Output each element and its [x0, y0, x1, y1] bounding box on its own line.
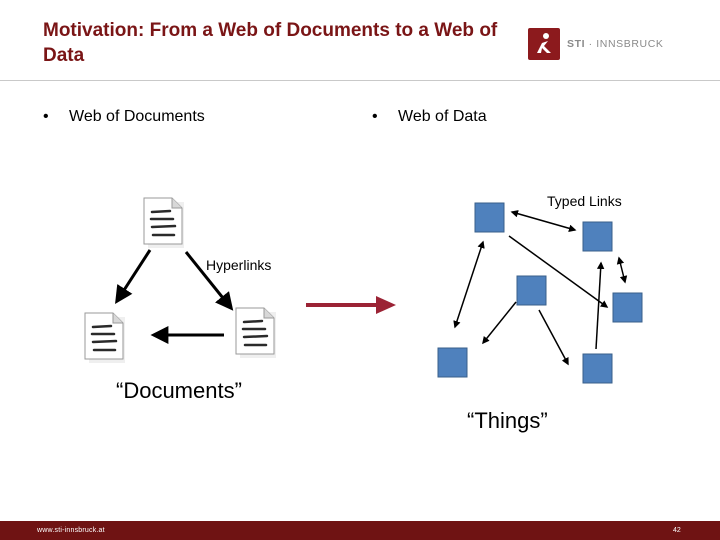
document-node-top: [138, 196, 184, 248]
bullet-web-of-documents: • Web of Documents: [43, 107, 205, 127]
title-divider: [0, 80, 720, 81]
data-node: [516, 275, 547, 306]
data-node: [582, 353, 613, 384]
logo-wordmark: STI · INNSBRUCK: [567, 38, 664, 50]
document-node-right: [230, 306, 276, 358]
footer-url[interactable]: www.sti-innsbruck.at: [37, 527, 105, 534]
logo-separator: ·: [585, 38, 597, 50]
logo-brand: STI: [567, 38, 586, 50]
bullet-marker: •: [372, 108, 378, 125]
document-node-left: [79, 311, 125, 363]
hyperlinks-label: Hyperlinks: [206, 257, 272, 273]
right-arrow-icon: [306, 296, 396, 314]
logo-name: INNSBRUCK: [596, 38, 664, 50]
typed-link-arrow: [453, 240, 485, 329]
document-icon: [138, 196, 184, 248]
hyperlink-arrow: [115, 249, 152, 305]
typed-link-arrow: [510, 210, 577, 232]
things-caption: “Things”: [467, 408, 548, 433]
slide-title: Motivation: From a Web of Documents to a…: [43, 20, 498, 66]
typed-link-arrow: [538, 309, 569, 366]
documents-caption: “Documents”: [116, 378, 242, 403]
typed-link-arrow: [482, 301, 517, 345]
footer-bar: [0, 521, 720, 540]
document-icon: [230, 306, 276, 358]
bullet-marker: •: [43, 108, 49, 125]
document-icon: [79, 311, 125, 363]
data-node: [437, 347, 468, 378]
typed-link-arrow: [508, 235, 609, 308]
bullet-text: Web of Documents: [69, 108, 205, 125]
data-node: [612, 292, 643, 323]
sti-logo-icon: [528, 28, 560, 60]
data-node: [582, 221, 613, 252]
typed-links-label: Typed Links: [547, 193, 622, 209]
web-diagram: [79, 196, 643, 384]
typed-link-arrow: [616, 256, 628, 284]
sti-logo: STI · INNSBRUCK: [528, 28, 678, 60]
page-number: 42: [673, 527, 681, 534]
data-node: [474, 202, 505, 233]
bullet-web-of-data: • Web of Data: [372, 107, 487, 127]
bullet-text: Web of Data: [398, 108, 487, 125]
hyperlink-arrow: [184, 251, 234, 311]
typed-link-arrow: [595, 261, 605, 350]
